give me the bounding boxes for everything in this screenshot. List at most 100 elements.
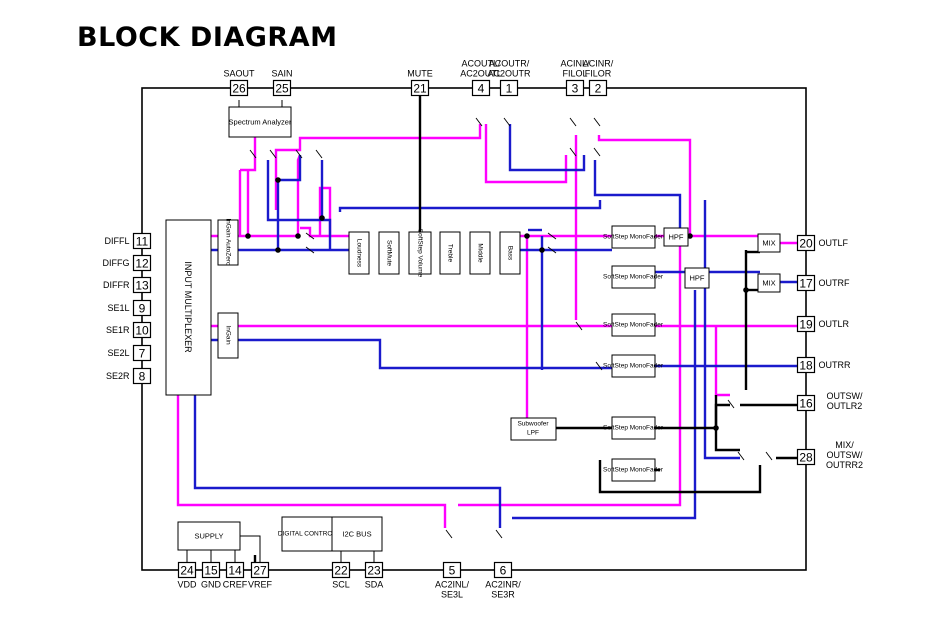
pin-label: FILOR bbox=[585, 69, 612, 79]
pin-number: 22 bbox=[334, 564, 348, 578]
pin-number: 21 bbox=[413, 82, 427, 96]
pin-25: 25 SAIN bbox=[271, 69, 293, 97]
pin-label: SE1L bbox=[107, 303, 129, 313]
pin-number: 7 bbox=[139, 347, 146, 361]
pin-label: ACOUTL/ bbox=[461, 59, 501, 69]
pin-label: FILOL bbox=[562, 69, 587, 79]
pin-number: 24 bbox=[180, 564, 194, 578]
loudness-block: Loudness bbox=[348, 231, 370, 275]
pin-label: VDD bbox=[177, 580, 197, 590]
pin-label: SE2R bbox=[106, 371, 130, 381]
pin-label: SAIN bbox=[271, 69, 292, 79]
mix-front-right-label: MIX bbox=[762, 279, 775, 288]
pin-number: 18 bbox=[799, 359, 813, 373]
mix-front-right-block: MIX bbox=[757, 273, 781, 293]
pin-number: 26 bbox=[232, 82, 246, 96]
pin-number: 19 bbox=[799, 318, 813, 332]
hpf-front-left-block: HPF bbox=[663, 227, 689, 247]
pin-label: SE1R bbox=[106, 325, 130, 335]
ingain-autozero-block: InGain AutoZero bbox=[217, 218, 239, 266]
monofader-lr-block: SoftStep MonoFader bbox=[603, 313, 664, 337]
pin-label: OUTLF bbox=[819, 238, 849, 248]
softstep-volume-block: SoftStep Volume bbox=[408, 229, 432, 278]
input-multiplexer-label: INPUT MULTIPLEXER bbox=[183, 261, 193, 353]
pin-label: OUTLR bbox=[819, 319, 850, 329]
pin-19: 19 OUTLR bbox=[796, 315, 850, 333]
treble-label: Treble bbox=[447, 244, 454, 263]
pin-number: 15 bbox=[204, 564, 218, 578]
pin-label: ACINL/ bbox=[560, 59, 590, 69]
pin-number: 9 bbox=[139, 302, 146, 316]
pin-label: DIFFL bbox=[104, 236, 129, 246]
monofader-lr-label: SoftStep MonoFader bbox=[603, 322, 664, 329]
page-title: BLOCK DIAGRAM bbox=[77, 22, 338, 53]
pins: 26SAOUT25SAIN21MUTE4ACOUTL/AC2OUTL1ACOUT… bbox=[103, 59, 864, 600]
pin-3: 3 ACINL/FILOL bbox=[560, 59, 590, 97]
ingain-label: InGain bbox=[225, 325, 232, 345]
pin-label: GND bbox=[201, 580, 222, 590]
monofader-sw-label: SoftStep MonoFader bbox=[603, 425, 664, 432]
supply-block: SUPPLY bbox=[177, 521, 241, 551]
pin-label: AC2OUTL bbox=[460, 69, 502, 79]
softmute-block: SoftMute bbox=[378, 231, 400, 275]
ingain-autozero-label: InGain AutoZero bbox=[225, 218, 232, 266]
monofader-rr-block: SoftStep MonoFader bbox=[603, 354, 664, 378]
softstep-volume-label: SoftStep Volume bbox=[417, 229, 424, 278]
monofader-rr-label: SoftStep MonoFader bbox=[603, 363, 664, 370]
pin-number: 2 bbox=[595, 82, 602, 96]
softmute-label: SoftMute bbox=[386, 240, 393, 266]
bass-block: Bass bbox=[499, 231, 521, 275]
pin-number: 20 bbox=[799, 237, 813, 251]
monofader-lf-label: SoftStep MonoFader bbox=[603, 234, 664, 241]
pin-number: 25 bbox=[275, 82, 289, 96]
pin-number: 11 bbox=[136, 235, 149, 249]
monofader-mix-label: SoftStep MonoFader bbox=[603, 467, 664, 474]
monofader-rf-label: SoftStep MonoFader bbox=[603, 274, 664, 281]
pin-number: 3 bbox=[572, 82, 579, 96]
switch-symbols bbox=[249, 117, 773, 539]
pin-label: OUTSW/ bbox=[827, 391, 863, 401]
digital-control-label: DIGITAL CONTROL bbox=[278, 531, 337, 538]
supply-label: SUPPLY bbox=[194, 532, 223, 541]
pin-label: MIX/ bbox=[835, 440, 854, 450]
pin-label: SDA bbox=[365, 580, 384, 590]
pin-number: 5 bbox=[449, 564, 456, 578]
subwoofer-lpf-label-line1: Subwoofer bbox=[517, 421, 549, 428]
spectrum-analyzer-label: Spectrum Analyzer bbox=[229, 118, 292, 127]
pin-label: AC2INR/ bbox=[485, 580, 521, 590]
mix-front-left-block: MIX bbox=[757, 233, 781, 253]
i2c-bus-block: I2C BUS bbox=[331, 516, 383, 552]
subwoofer-lpf-block: Subwoofer LPF bbox=[510, 417, 557, 441]
bass-label: Bass bbox=[507, 246, 514, 261]
mix-front-left-label: MIX bbox=[762, 239, 775, 248]
pin-number: 23 bbox=[367, 564, 381, 578]
monofader-rf-block: SoftStep MonoFader bbox=[603, 265, 664, 289]
pin-9: 9 SE1L bbox=[107, 299, 152, 317]
pin-label: DIFFR bbox=[103, 280, 130, 290]
right-channel-wires bbox=[193, 124, 798, 528]
pin-label: MUTE bbox=[407, 69, 433, 79]
left-channel-wires bbox=[176, 124, 798, 528]
treble-block: Treble bbox=[439, 231, 461, 275]
pin-label: VREF bbox=[248, 580, 273, 590]
monofader-mix-block: SoftStep MonoFader bbox=[603, 458, 664, 482]
pin-number: 6 bbox=[500, 564, 507, 578]
